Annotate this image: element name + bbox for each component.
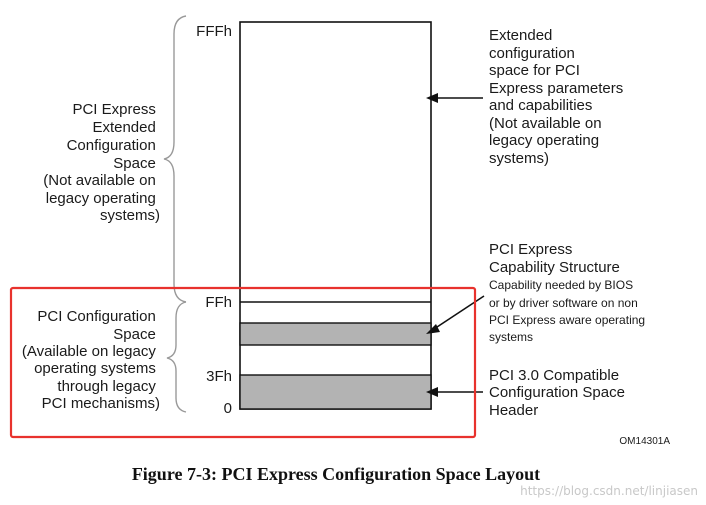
address-zero: 0 (224, 400, 232, 417)
arrow-to-extended-space (426, 93, 483, 103)
left-extended-label: PCI Express Extended Configuration Space… (43, 101, 160, 224)
extended-space-brace (163, 15, 187, 303)
right-extended-label: Extended configuration space for PCI Exp… (489, 27, 627, 167)
header-label: PCI 3.0 Compatible Configuration Space H… (489, 367, 629, 419)
highlight-box (9, 286, 477, 439)
figure-id: OM14301A (619, 436, 670, 447)
config-space-brace (166, 301, 187, 413)
address-ffh: FFh (205, 294, 232, 311)
capability-structure-block (239, 322, 432, 346)
address-3fh: 3Fh (206, 368, 232, 385)
watermark: https://blog.csdn.net/linjiasen (520, 484, 698, 498)
figure-caption: Figure 7-3: PCI Express Configuration Sp… (132, 464, 540, 484)
capability-note-label: Capability needed by BIOS or by driver s… (489, 278, 648, 344)
pci-header-block (239, 374, 432, 410)
address-fffh: FFFh (196, 23, 232, 40)
left-config-label: PCI Configuration Space (Available on le… (22, 308, 160, 412)
capability-title-label: PCI Express Capability Structure (489, 241, 620, 276)
config-space-column (239, 21, 432, 410)
